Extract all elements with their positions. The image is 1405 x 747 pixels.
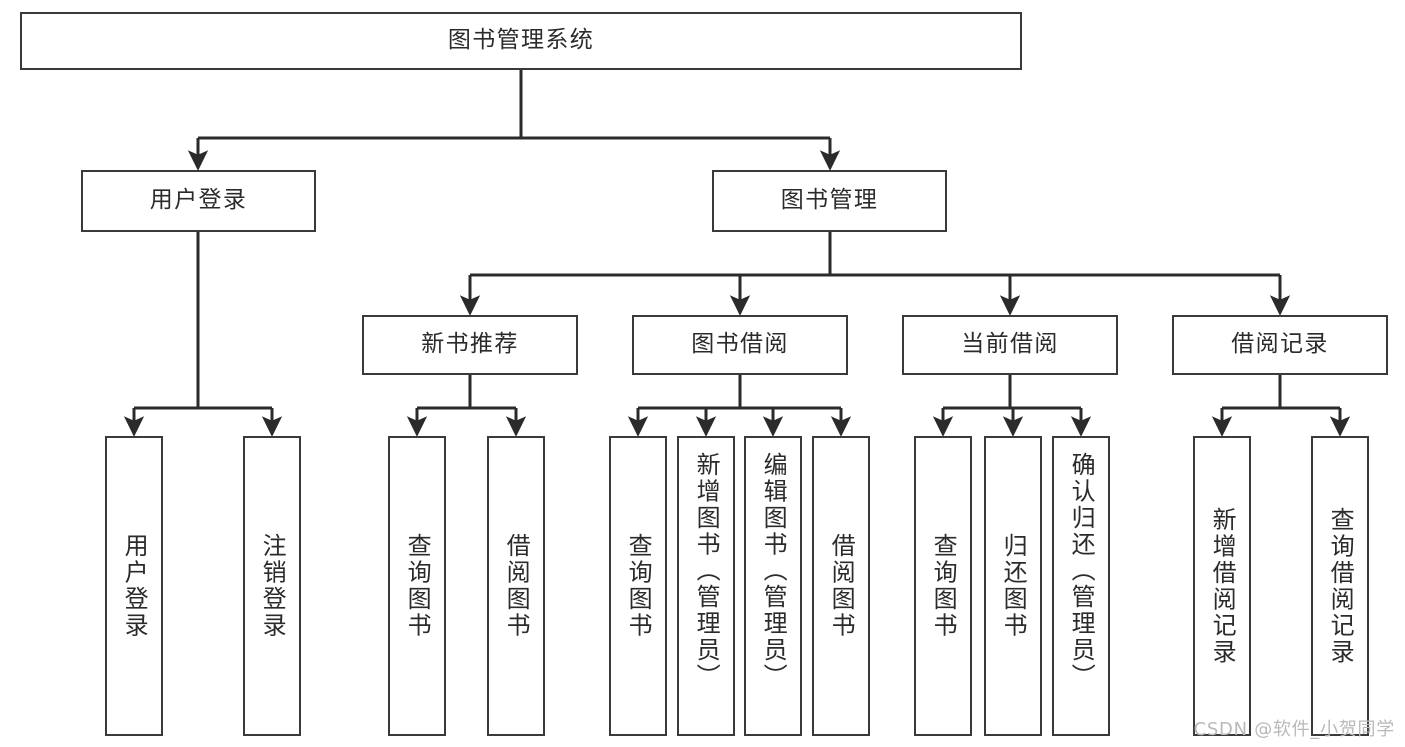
- node-label: 新书推荐: [421, 331, 519, 358]
- node-label: 借阅图书: [827, 533, 856, 639]
- node-label: 查询图书: [929, 533, 958, 639]
- node-label: 用户登录: [120, 533, 149, 639]
- node-label: 注销登录: [258, 533, 287, 639]
- node-leaf-query-borrow-record[interactable]: 查询借阅记录: [1311, 436, 1369, 736]
- node-label: 编辑图书（管理员）: [759, 452, 788, 690]
- node-label: 借阅记录: [1231, 331, 1329, 358]
- node-leaf-add-borrow-record[interactable]: 新增借阅记录: [1193, 436, 1251, 736]
- node-book-borrow[interactable]: 图书借阅: [632, 315, 848, 375]
- node-leaf-edit-book-admin[interactable]: 编辑图书（管理员）: [744, 436, 802, 736]
- node-label: 查询图书: [624, 533, 653, 639]
- watermark-text: CSDN @软件_小贺同学: [1193, 719, 1395, 740]
- node-leaf-borrow-book-recommend[interactable]: 借阅图书: [487, 436, 545, 736]
- node-label: 新增借阅记录: [1208, 506, 1237, 666]
- node-user-login[interactable]: 用户登录: [81, 170, 316, 232]
- node-current-borrow[interactable]: 当前借阅: [902, 315, 1118, 375]
- node-label: 图书管理: [780, 187, 879, 214]
- node-label: 查询借阅记录: [1326, 506, 1355, 666]
- node-label: 新增图书（管理员）: [692, 452, 721, 690]
- node-leaf-logout[interactable]: 注销登录: [243, 436, 301, 736]
- node-leaf-add-book-admin[interactable]: 新增图书（管理员）: [677, 436, 735, 736]
- node-leaf-query-book-borrow[interactable]: 查询图书: [609, 436, 667, 736]
- node-leaf-return-book[interactable]: 归还图书: [984, 436, 1042, 736]
- node-leaf-query-book-current[interactable]: 查询图书: [914, 436, 972, 736]
- node-label: 确认归还（管理员）: [1067, 452, 1096, 690]
- node-leaf-user-login[interactable]: 用户登录: [105, 436, 163, 736]
- node-label: 图书借阅: [691, 331, 789, 358]
- node-label: 图书管理系统: [447, 27, 595, 54]
- node-borrow-records[interactable]: 借阅记录: [1172, 315, 1388, 375]
- node-label: 当前借阅: [961, 331, 1059, 358]
- node-leaf-query-book-recommend[interactable]: 查询图书: [388, 436, 446, 736]
- node-label: 借阅图书: [502, 533, 531, 639]
- node-label: 查询图书: [403, 533, 432, 639]
- node-book-management[interactable]: 图书管理: [712, 170, 947, 232]
- node-leaf-confirm-return-admin[interactable]: 确认归还（管理员）: [1052, 436, 1110, 736]
- node-label: 归还图书: [999, 533, 1028, 639]
- node-label: 用户登录: [149, 187, 248, 214]
- node-new-book-recommend[interactable]: 新书推荐: [362, 315, 578, 375]
- node-leaf-borrow-book[interactable]: 借阅图书: [812, 436, 870, 736]
- node-root-system[interactable]: 图书管理系统: [20, 12, 1022, 70]
